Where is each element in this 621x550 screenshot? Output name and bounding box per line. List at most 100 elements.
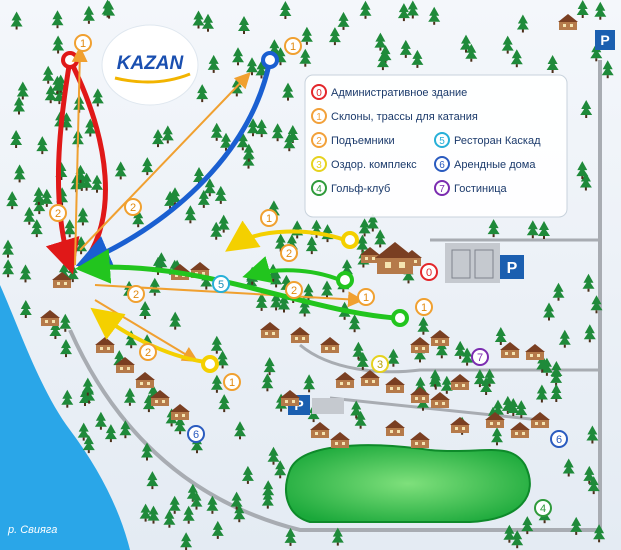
green-piste-2-start <box>336 271 354 289</box>
golf-course <box>285 444 531 523</box>
marker-1-green-main[interactable]: 1 <box>415 298 433 316</box>
svg-text:1: 1 <box>363 292 369 304</box>
marker-0-admin[interactable]: 0 <box>420 263 438 281</box>
svg-text:2: 2 <box>291 285 297 297</box>
legend-marker <box>311 156 327 172</box>
yellow-piste-2-start <box>201 355 219 373</box>
svg-text:4: 4 <box>540 503 546 515</box>
legend-number: 0 <box>316 88 322 99</box>
marker-6-rental-west[interactable]: 6 <box>187 425 205 443</box>
lift-1 <box>79 72 251 251</box>
marker-2-lift3[interactable]: 2 <box>127 285 145 303</box>
parking-grid <box>451 249 494 279</box>
svg-text:2: 2 <box>55 208 61 220</box>
marker-1-green-2[interactable]: 1 <box>357 288 375 306</box>
legend-marker <box>434 180 450 196</box>
legend-label: Гольф-клуб <box>331 183 390 195</box>
road-inner <box>299 343 600 374</box>
parking-lot-south <box>312 398 344 414</box>
svg-text:1: 1 <box>421 302 427 314</box>
yellow-piste-1-start <box>341 231 359 249</box>
legend-marker <box>434 132 450 148</box>
marker-2-left[interactable]: 2 <box>49 204 67 222</box>
svg-text:1: 1 <box>229 377 235 389</box>
legend-label: Гостиница <box>454 183 508 195</box>
blue-piste-start <box>261 51 279 69</box>
svg-text:3: 3 <box>377 359 383 371</box>
parking-lot <box>445 243 500 283</box>
legend-item: 5 Ресторан Каскад <box>434 132 541 148</box>
yellow-piste-2 <box>90 307 206 364</box>
legend-item: 2 Подъемники <box>311 132 395 148</box>
legend-number: 6 <box>439 160 445 171</box>
legend-item: 6 Арендные дома <box>434 156 536 172</box>
marker-4-golf[interactable]: 4 <box>534 499 552 517</box>
kazan-logo: KAZAN <box>101 24 199 106</box>
legend-label: Ресторан Каскад <box>454 135 541 147</box>
river-label: р. Свияга <box>7 524 57 536</box>
legend-label: Арендные дома <box>454 159 536 171</box>
legend-marker <box>434 156 450 172</box>
legend-label: Административное здание <box>331 87 467 99</box>
parking-sign-ne <box>595 30 615 50</box>
marker-3-health[interactable]: 3 <box>371 355 389 373</box>
marker-1-blue-top[interactable]: 1 <box>284 37 302 55</box>
svg-text:6: 6 <box>556 434 562 446</box>
legend-item: 4 Гольф-клуб <box>311 180 390 196</box>
legend-label: Подъемники <box>331 135 395 147</box>
lifts <box>45 46 409 373</box>
legend-number: 7 <box>439 184 445 195</box>
yellow-piste-1 <box>225 220 346 252</box>
marker-5-restaurant[interactable]: 5 <box>212 275 230 293</box>
red-piste-a <box>45 59 80 275</box>
marker-2-yellow[interactable]: 2 <box>280 244 298 262</box>
lift-2 <box>71 46 88 266</box>
legend-marker <box>311 180 327 196</box>
svg-text:2: 2 <box>133 289 139 301</box>
legend-item: 3 Оздор. комплекс <box>311 156 417 172</box>
marker-2-lift4[interactable]: 2 <box>139 343 157 361</box>
marker-1-red-top[interactable]: 1 <box>74 34 92 52</box>
legend-number: 4 <box>316 184 322 195</box>
marker-1-yellow[interactable]: 1 <box>260 209 278 227</box>
parking-sign-main <box>500 255 524 279</box>
legend-marker <box>311 84 327 100</box>
parking-label-ne: P <box>600 32 609 48</box>
legend-marker <box>311 108 327 124</box>
legend-number: 5 <box>439 136 445 147</box>
svg-text:6: 6 <box>193 429 199 441</box>
legend-marker <box>311 132 327 148</box>
legend-number: 1 <box>316 112 322 123</box>
river <box>0 285 130 550</box>
svg-text:5: 5 <box>218 279 224 291</box>
green-piste-2 <box>242 256 341 284</box>
legend-number: 2 <box>316 136 322 147</box>
parking-label-main: P <box>507 260 518 277</box>
map-markers: 1 1 2 2 1 2 2 2 1 1 2 1 0 5 3 7 6 6 4 <box>49 34 568 517</box>
marker-2-green[interactable]: 2 <box>285 281 303 299</box>
legend-label: Оздор. комплекс <box>331 159 417 171</box>
marker-1-yellow-2[interactable]: 1 <box>223 373 241 391</box>
blue-piste <box>75 59 273 269</box>
legend-label: Склоны, трассы для катания <box>331 111 478 123</box>
green-piste-main <box>75 248 396 321</box>
svg-text:2: 2 <box>145 347 151 359</box>
svg-text:2: 2 <box>286 248 292 260</box>
road-south <box>329 396 541 422</box>
legend-item: 1 Склоны, трассы для катания <box>311 108 478 124</box>
legend: 0 Административное здание 1 Склоны, трассы … <box>304 74 568 218</box>
svg-text:1: 1 <box>80 38 86 50</box>
marker-6-rental-east[interactable]: 6 <box>550 430 568 448</box>
legend-number: 3 <box>316 160 322 171</box>
red-piste-start <box>61 51 79 69</box>
svg-text:7: 7 <box>477 352 483 364</box>
svg-text:0: 0 <box>426 267 432 279</box>
svg-text:1: 1 <box>290 41 296 53</box>
green-piste-main-start <box>391 309 409 327</box>
marker-2-mid[interactable]: 2 <box>124 198 142 216</box>
svg-text:1: 1 <box>266 213 272 225</box>
marker-7-hotel[interactable]: 7 <box>471 348 489 366</box>
logo-text: KAZAN <box>117 53 185 74</box>
